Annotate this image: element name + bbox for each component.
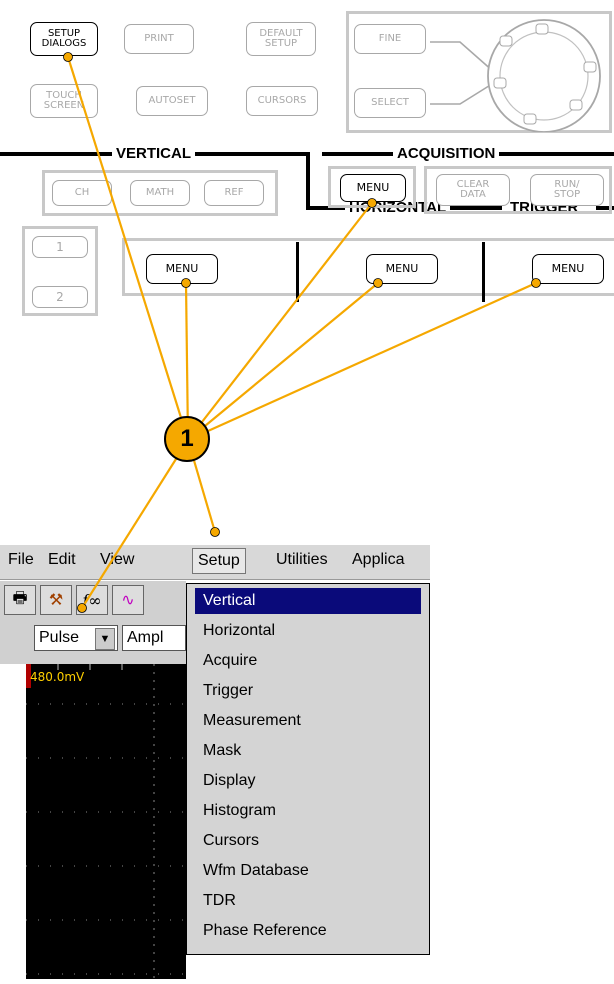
trigger-section-line — [596, 206, 614, 210]
setup-menu-item-histogram[interactable]: Histogram — [203, 802, 276, 819]
print-button[interactable]: PRINT — [124, 24, 194, 54]
horizontal-trigger-line — [452, 206, 502, 210]
fine-button[interactable]: FINE — [354, 24, 426, 54]
print-icon[interactable]: 🖶 — [4, 585, 36, 615]
clear-data-button[interactable]: CLEAR DATA — [436, 174, 510, 206]
setup-menu-item-phase-reference[interactable]: Phase Reference — [203, 922, 327, 939]
menu-edit[interactable]: Edit — [48, 551, 76, 568]
setup-menu-item-display[interactable]: Display — [203, 772, 256, 789]
measurement-type-select[interactable]: Pulse ▼ — [34, 625, 118, 651]
menu-setup[interactable]: Setup — [192, 548, 246, 574]
setup-dialogs-button[interactable]: SETUP DIALOGS — [30, 22, 98, 56]
channel-2-button[interactable]: 2 — [32, 286, 88, 308]
menu-file[interactable]: File — [8, 551, 34, 568]
menu-view[interactable]: View — [100, 551, 135, 568]
menu-divider-2 — [482, 242, 485, 302]
general-purpose-knob[interactable] — [420, 14, 610, 132]
callout-number: 1 — [180, 425, 194, 452]
acquisition-menu-button[interactable]: MENU — [340, 174, 406, 202]
math-button[interactable]: MATH — [130, 180, 190, 206]
setup-menu-item-cursors[interactable]: Cursors — [203, 832, 260, 849]
setup-menu-item-wfm-database[interactable]: Wfm Database — [203, 862, 309, 879]
channel-1-button[interactable]: 1 — [32, 236, 88, 258]
acquisition-section-label: ACQUISITION — [393, 146, 500, 162]
setup-menu-item-tdr[interactable]: TDR — [203, 892, 236, 909]
setup-menu-item-acquire[interactable]: Acquire — [203, 652, 258, 669]
waveform-icon[interactable]: ∿ — [112, 585, 144, 615]
setup-menu-item-mask[interactable]: Mask — [203, 742, 242, 759]
default-setup-button[interactable]: DEFAULT SETUP — [246, 22, 316, 56]
acquisition-control-panel — [424, 166, 612, 214]
horizontal-menu-button[interactable]: MENU — [366, 254, 438, 284]
menu-applications[interactable]: Applica — [352, 551, 405, 568]
autoset-button[interactable]: AUTOSET — [136, 86, 208, 116]
math-function-icon[interactable]: f∞ — [76, 585, 108, 615]
amplitude-value: Ampl — [127, 629, 164, 646]
callout-dot — [210, 527, 220, 537]
waveform-display[interactable]: 480.0mV — [26, 664, 186, 979]
vertical-section-label: VERTICAL — [112, 146, 195, 162]
ch-button[interactable]: CH — [52, 180, 112, 206]
setup-menu-item-horizontal[interactable]: Horizontal — [203, 622, 276, 639]
menu-divider-1 — [296, 242, 299, 302]
trigger-menu-button[interactable]: MENU — [532, 254, 604, 284]
callout-badge: 1 — [164, 416, 210, 462]
vertical-horizontal-divider — [306, 152, 310, 208]
setup-dropdown-menu: Vertical Horizontal Acquire Trigger Meas… — [186, 583, 430, 955]
select-button[interactable]: SELECT — [354, 88, 426, 118]
vertical-menu-button[interactable]: MENU — [146, 254, 218, 284]
setup-menu-item-vertical[interactable]: Vertical — [195, 588, 421, 614]
ref-button[interactable]: REF — [204, 180, 264, 206]
voltage-readout: 480.0mV — [30, 670, 85, 684]
knob-panel — [346, 11, 612, 133]
measurement-type-value: Pulse — [39, 629, 80, 646]
setup-menu-item-measurement[interactable]: Measurement — [203, 712, 301, 729]
graticule — [26, 664, 186, 979]
setup-menu-item-trigger[interactable]: Trigger — [203, 682, 254, 699]
amplitude-select[interactable]: Ampl — [122, 625, 186, 651]
chevron-down-icon[interactable]: ▼ — [95, 628, 115, 650]
toolbar: 🖶 ⚒ f∞ ∿ — [0, 581, 186, 619]
touch-screen-button[interactable]: TOUCH SCREEN — [30, 84, 98, 118]
cursors-button[interactable]: CURSORS — [246, 86, 318, 116]
run-stop-button[interactable]: RUN/ STOP — [530, 174, 604, 206]
setup-tools-icon[interactable]: ⚒ — [40, 585, 72, 615]
menu-bar: File Edit View Setup Utilities Applica — [0, 545, 430, 580]
menu-utilities[interactable]: Utilities — [276, 551, 328, 568]
